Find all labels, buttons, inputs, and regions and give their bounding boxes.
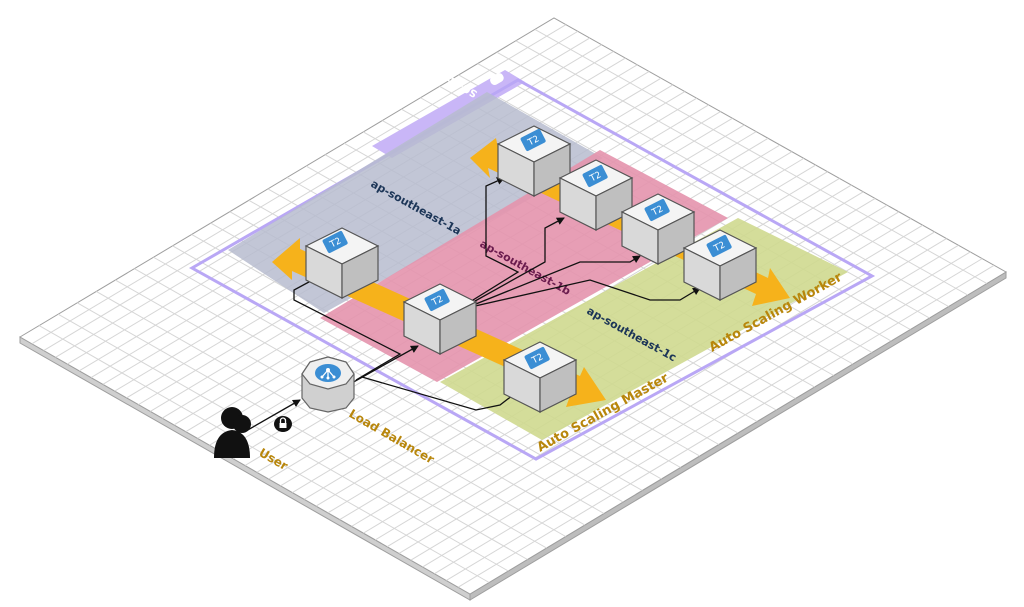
connections <box>245 177 701 432</box>
grid-line <box>410 238 947 561</box>
grid-line <box>457 264 995 588</box>
link-lb-to-master-1c <box>361 376 518 411</box>
instance-worker-1[interactable]: T2 <box>497 125 571 197</box>
link-master-to-worker-2 <box>449 217 565 316</box>
link-user-to-lb <box>245 399 301 432</box>
t2-badge <box>322 231 348 253</box>
instance-master-1b[interactable]: T2 <box>403 283 477 355</box>
load-balancer[interactable] <box>301 356 355 413</box>
instance-type-label: T2 <box>588 170 603 184</box>
instance-master-1c[interactable]: T2 <box>503 341 577 413</box>
t2-badge <box>706 235 732 257</box>
user-icon[interactable] <box>214 407 251 458</box>
t2-badge <box>582 165 608 187</box>
lock-icon <box>274 416 292 432</box>
instance-type-label: T2 <box>712 240 727 254</box>
cloud-icon <box>490 73 504 85</box>
instance-master-1a[interactable]: T2 <box>305 227 379 299</box>
t2-badge <box>524 347 550 369</box>
grid-line <box>398 231 935 554</box>
vpc-tab <box>372 70 525 158</box>
link-master-to-worker-1 <box>443 177 520 319</box>
link-lb-to-master-1a <box>293 275 402 381</box>
t2-badge <box>644 199 670 221</box>
instance-worker-2[interactable]: T2 <box>559 159 633 231</box>
link-master-to-worker-3 <box>455 255 641 313</box>
load-balancer-icon <box>315 364 341 382</box>
link-master-to-worker-4 <box>461 279 701 310</box>
instances: T2 T2 T2 T2 <box>305 125 757 413</box>
instance-worker-4[interactable]: T2 <box>683 229 757 301</box>
t2-badge <box>424 289 450 311</box>
link-lb-to-master-1b <box>349 345 419 385</box>
instance-type-label: T2 <box>530 352 545 366</box>
instance-type-label: T2 <box>328 236 343 250</box>
instance-type-label: T2 <box>650 204 665 218</box>
grid-line <box>446 258 983 581</box>
instance-worker-3[interactable]: T2 <box>621 193 695 265</box>
grid-line <box>422 244 959 568</box>
t2-badge <box>520 129 546 151</box>
grid-line <box>434 251 971 575</box>
instance-type-label: T2 <box>430 294 445 308</box>
instance-type-label: T2 <box>526 134 541 148</box>
grid-line <box>31 24 567 345</box>
